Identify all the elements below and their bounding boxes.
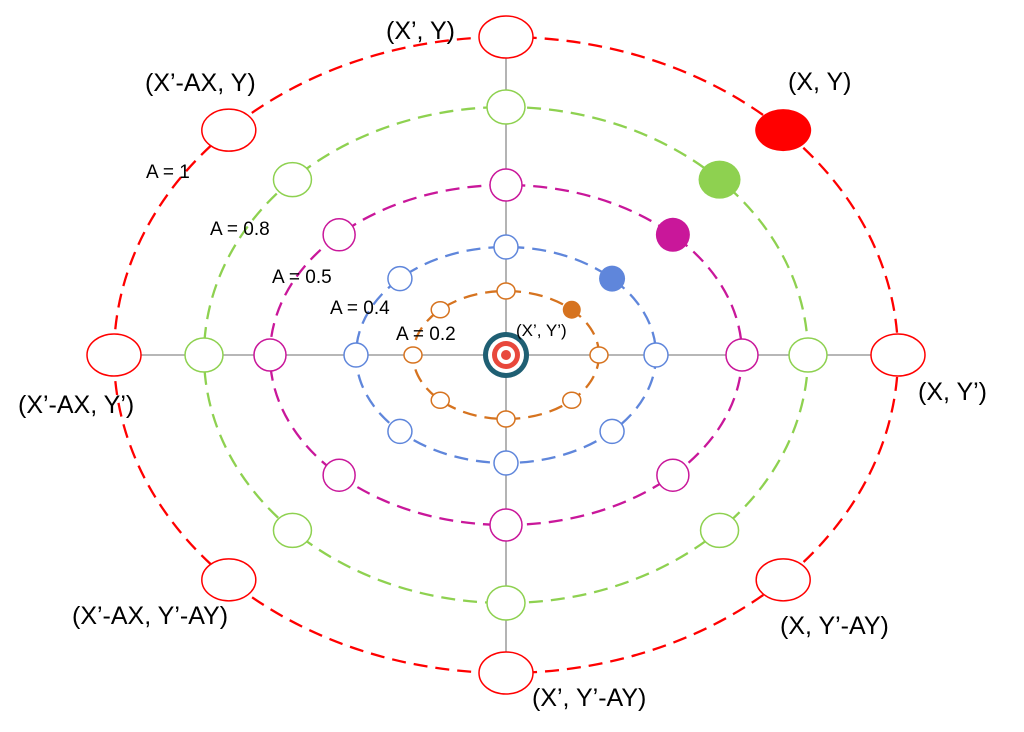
filled-marker bbox=[599, 265, 626, 292]
hollow-marker bbox=[486, 585, 526, 621]
ring-5 bbox=[86, 15, 926, 695]
hollow-marker bbox=[699, 512, 740, 549]
hollow-marker bbox=[184, 337, 224, 373]
ring-label-a04: A = 0.4 bbox=[330, 298, 390, 319]
hollow-marker bbox=[201, 108, 257, 152]
hollow-marker bbox=[253, 338, 287, 372]
hollow-marker bbox=[272, 512, 313, 549]
hollow-marker bbox=[478, 651, 534, 695]
hollow-marker bbox=[489, 168, 523, 202]
point-label-top-right: (X, Y) bbox=[788, 68, 851, 96]
point-label-bottom: (X’, Y’-AY) bbox=[532, 684, 646, 712]
hollow-marker bbox=[496, 410, 516, 428]
hollow-marker bbox=[599, 418, 625, 445]
hollow-marker bbox=[589, 346, 609, 364]
point-label-bottom-left: (X’-AX, Y’-AY) bbox=[72, 602, 228, 630]
hollow-marker bbox=[86, 333, 142, 377]
hollow-marker bbox=[478, 15, 534, 59]
hollow-marker bbox=[870, 333, 926, 377]
hollow-marker bbox=[643, 342, 669, 368]
point-label-bottom-right: (X, Y’-AY) bbox=[780, 612, 889, 640]
filled-marker bbox=[698, 160, 741, 199]
filled-marker bbox=[755, 109, 812, 152]
ring-label-a08: A = 0.8 bbox=[210, 219, 270, 240]
hollow-marker bbox=[387, 265, 413, 292]
ring-label-a02: A = 0.2 bbox=[396, 324, 456, 345]
ring-label-a1: A = 1 bbox=[146, 162, 190, 183]
hollow-marker bbox=[496, 282, 516, 300]
hollow-marker bbox=[486, 89, 526, 125]
filled-marker bbox=[655, 217, 690, 252]
hollow-marker bbox=[489, 508, 523, 542]
hollow-marker bbox=[725, 338, 759, 372]
target-icon bbox=[483, 332, 529, 378]
hollow-marker bbox=[656, 458, 690, 492]
center-label: (X’, Y’) bbox=[516, 321, 567, 340]
hollow-marker bbox=[272, 161, 313, 198]
hollow-marker bbox=[322, 458, 356, 492]
ring-1 bbox=[403, 282, 609, 428]
ring-2 bbox=[343, 234, 669, 476]
point-label-left: (X’-AX, Y’) bbox=[18, 391, 134, 419]
hollow-marker bbox=[430, 300, 450, 319]
filled-marker bbox=[562, 300, 581, 319]
hollow-marker bbox=[562, 391, 582, 410]
rings-layer bbox=[86, 15, 926, 695]
point-label-top-left: (X’-AX, Y) bbox=[145, 69, 256, 97]
hollow-marker bbox=[430, 391, 450, 410]
hollow-marker bbox=[493, 450, 519, 476]
point-label-top: (X’, Y) bbox=[386, 17, 455, 45]
point-label-right: (X, Y’) bbox=[918, 378, 987, 406]
ring-3 bbox=[253, 168, 759, 542]
hollow-marker bbox=[201, 558, 257, 602]
hollow-marker bbox=[387, 418, 413, 445]
hollow-marker bbox=[403, 346, 423, 364]
ring-4 bbox=[184, 89, 828, 621]
hollow-marker bbox=[322, 218, 356, 252]
ring-label-a05: A = 0.5 bbox=[272, 267, 332, 288]
hollow-marker bbox=[755, 558, 811, 602]
hollow-marker bbox=[788, 337, 828, 373]
hollow-marker bbox=[493, 234, 519, 260]
hollow-marker bbox=[343, 342, 369, 368]
